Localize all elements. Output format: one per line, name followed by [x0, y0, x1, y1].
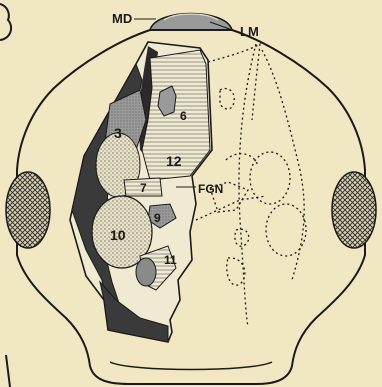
bottom-left-stub [6, 355, 10, 387]
label-7: 7 [140, 181, 147, 195]
label-fgn: FGN [198, 182, 223, 196]
label-md: MD [112, 11, 132, 26]
label-12: 12 [166, 153, 182, 169]
olfactory-bulb [150, 14, 232, 31]
label-6: 6 [180, 109, 187, 123]
corner-circle-fragment [0, 4, 11, 40]
label-3: 3 [114, 125, 122, 141]
left-hatched-oval [6, 172, 50, 248]
label-9: 9 [154, 211, 161, 225]
region-11-gray-lobe [136, 258, 156, 286]
right-hatched-oval [332, 172, 376, 248]
label-11: 11 [164, 253, 177, 267]
brainstem-curve [110, 362, 272, 370]
label-lm: LM [240, 24, 259, 39]
label-10: 10 [110, 227, 126, 243]
